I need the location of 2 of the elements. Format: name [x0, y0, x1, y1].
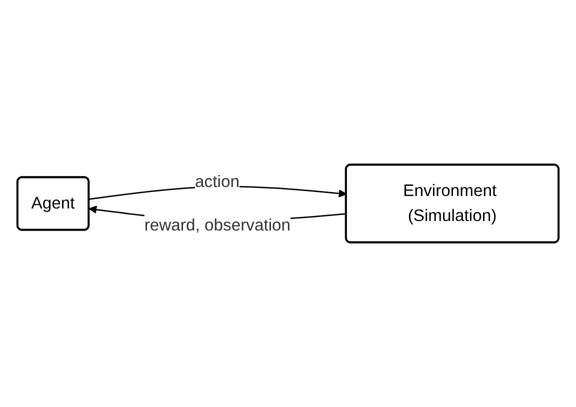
edge-label: reward, observation: [144, 216, 291, 234]
edge-label: action: [195, 172, 240, 191]
